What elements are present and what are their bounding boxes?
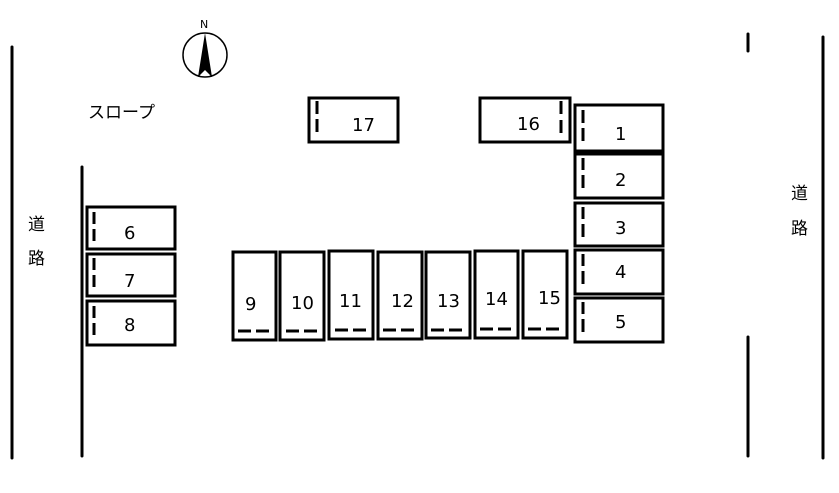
compass-icon: N [182, 18, 228, 78]
road-lines [10, 32, 825, 460]
parking-space-13: 13 [424, 250, 472, 340]
space-number: 11 [339, 291, 362, 312]
parking-space-17: 17 [307, 96, 400, 144]
space-number: 13 [437, 291, 460, 312]
space-number: 2 [615, 170, 626, 191]
parking-space-2: 2 [573, 152, 665, 200]
slope-label: スロープ [88, 103, 155, 123]
space-number: 17 [352, 115, 375, 136]
space-number: 15 [538, 288, 561, 309]
road-label-left-2: 路 [28, 249, 45, 269]
parking-space-10: 10 [278, 250, 326, 342]
parking-space-9: 9 [231, 250, 278, 342]
space-number: 14 [485, 289, 508, 310]
parking-space-16: 16 [478, 96, 572, 144]
space-number: 3 [615, 218, 626, 239]
parking-space-7: 7 [85, 252, 177, 298]
road-label-right-2: 路 [791, 219, 808, 239]
road-label-right-1: 道 [791, 184, 808, 204]
space-number: 5 [615, 312, 626, 333]
parking-space-4: 4 [573, 248, 665, 296]
space-number: 16 [517, 114, 540, 135]
parking-space-11: 11 [327, 249, 375, 341]
north-label: N [200, 18, 208, 31]
space-number: 1 [615, 124, 626, 145]
parking-space-12: 12 [376, 250, 424, 341]
parking-space-3: 3 [573, 201, 665, 248]
space-number: 12 [391, 291, 414, 312]
space-number: 8 [124, 315, 135, 336]
parking-space-1: 1 [573, 103, 665, 153]
space-number: 6 [124, 223, 135, 244]
space-number: 9 [245, 294, 256, 315]
parking-space-5: 5 [573, 296, 665, 344]
space-number: 7 [124, 271, 135, 292]
space-number: 10 [291, 293, 314, 314]
parking-space-14: 14 [473, 249, 520, 340]
parking-space-8: 8 [85, 299, 177, 347]
road-label-left-1: 道 [28, 215, 45, 235]
space-number: 4 [615, 262, 626, 283]
parking-space-6: 6 [85, 205, 177, 251]
parking-space-15: 15 [521, 249, 569, 340]
